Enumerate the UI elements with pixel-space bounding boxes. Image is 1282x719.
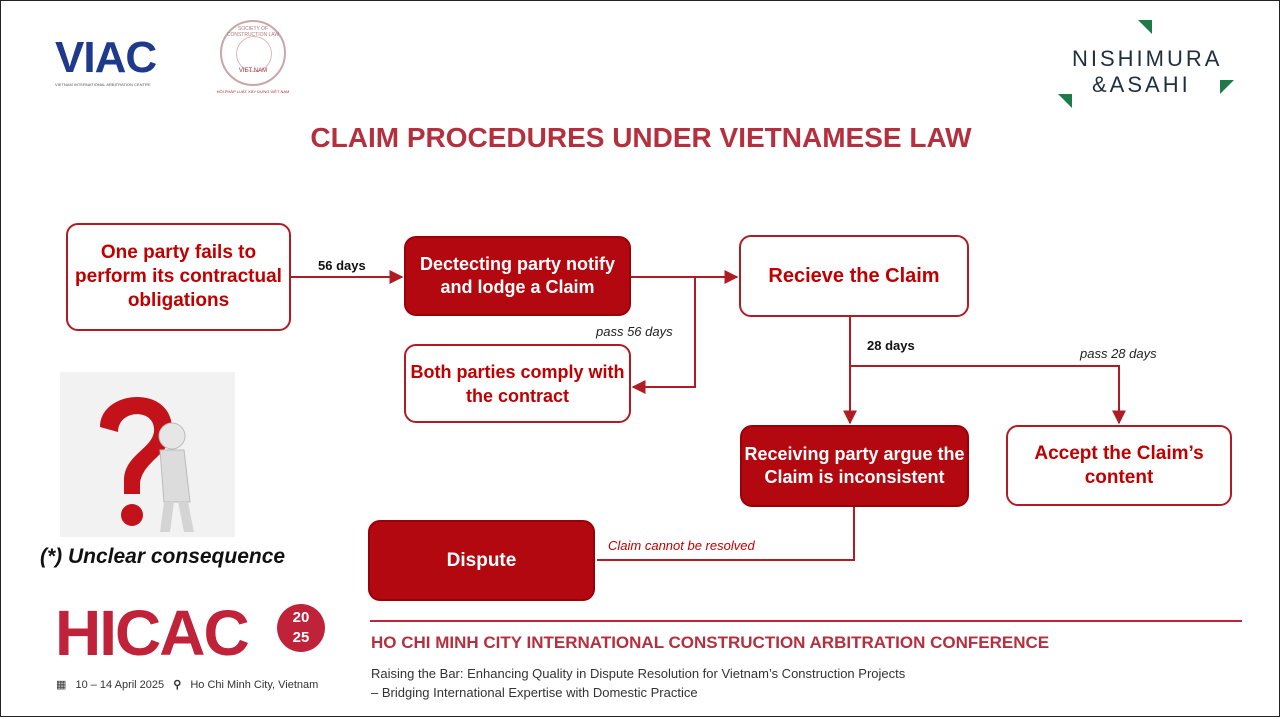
- viac-subtitle: VIETNAM INTERNATIONAL ARBITRATION CENTRE: [55, 82, 151, 87]
- event-location: Ho Chi Minh City, Vietnam: [190, 679, 319, 691]
- question-mark-icon: [100, 396, 194, 532]
- calendar-icon: ▦: [56, 679, 67, 691]
- na-name-line2: &ASAHI: [1092, 72, 1191, 97]
- step-receive-claim: Recieve the Claim: [739, 235, 969, 317]
- conference-title: HO CHI MINH CITY INTERNATIONAL CONSTRUCT…: [371, 633, 1050, 652]
- step-dispute: Dispute: [368, 520, 595, 601]
- nishimura-asahi-logo: NISHIMURA &ASAHI: [1048, 18, 1238, 110]
- na-name-line1: NISHIMURA: [1072, 46, 1223, 71]
- viac-wordmark: VIAC: [55, 33, 157, 82]
- label-claim-unresolved: Claim cannot be resolved: [608, 538, 755, 553]
- seal-mid-text: VIET NAM: [238, 68, 268, 74]
- unclear-consequence-note: (*) Unclear consequence: [40, 545, 286, 568]
- year-bottom: 25: [292, 629, 310, 646]
- hicaco-year-badge: 20 25: [277, 604, 325, 652]
- scl-vietnam-seal: SOCIETY OF CONSTRUCTION LAW VIET NAM HỘI…: [203, 20, 303, 94]
- footer-divider: [370, 620, 1242, 622]
- year-top: 20: [292, 609, 310, 626]
- step-comply-contract: Both parties comply with the contract: [404, 344, 631, 423]
- step-argue-inconsistent: Receiving party argue the Claim is incon…: [740, 425, 969, 507]
- step-fail-obligations: One party fails to perform its contractu…: [66, 223, 291, 331]
- conference-subtitle-2: – Bridging International Expertise with …: [371, 685, 698, 700]
- label-56-days: 56 days: [318, 258, 366, 273]
- conference-subtitle-1: Raising the Bar: Enhancing Quality in Di…: [371, 666, 906, 681]
- scales-icon: [236, 36, 272, 72]
- arrow-to-accept: [850, 365, 1126, 425]
- slide-title: CLAIM PROCEDURES UNDER VIETNAMESE LAW: [310, 122, 972, 153]
- label-pass-28-days: pass 28 days: [1080, 346, 1157, 361]
- step-accept-claim: Accept the Claim’s content: [1006, 425, 1232, 506]
- step-lodge-claim: Dectecting party notify and lodge a Clai…: [404, 236, 631, 316]
- label-pass-56-days: pass 56 days: [596, 324, 673, 339]
- viac-logo: VIAC VIETNAM INTERNATIONAL ARBITRATION C…: [55, 33, 175, 88]
- seal-icon: SOCIETY OF CONSTRUCTION LAW VIET NAM: [220, 20, 286, 86]
- arrow-to-comply: [631, 277, 696, 394]
- seal-top-text: SOCIETY OF CONSTRUCTION LAW: [226, 26, 280, 38]
- question-mark-figure: [60, 372, 235, 537]
- arrow-arguing-to-dispute: [597, 507, 855, 561]
- location-pin-icon: ⚲: [173, 679, 182, 691]
- label-28-days: 28 days: [867, 338, 915, 353]
- event-info: ▦ 10 – 14 April 2025 ⚲ Ho Chi Minh City,…: [56, 678, 324, 691]
- event-dates: 10 – 14 April 2025: [75, 679, 165, 691]
- na-triangles-icon: [1058, 20, 1234, 108]
- hicaco-logo: HICAC: [55, 597, 250, 669]
- seal-subtitle: HỘI PHÁP LUẬT XÂY DỰNG VIỆT NAM: [216, 89, 290, 94]
